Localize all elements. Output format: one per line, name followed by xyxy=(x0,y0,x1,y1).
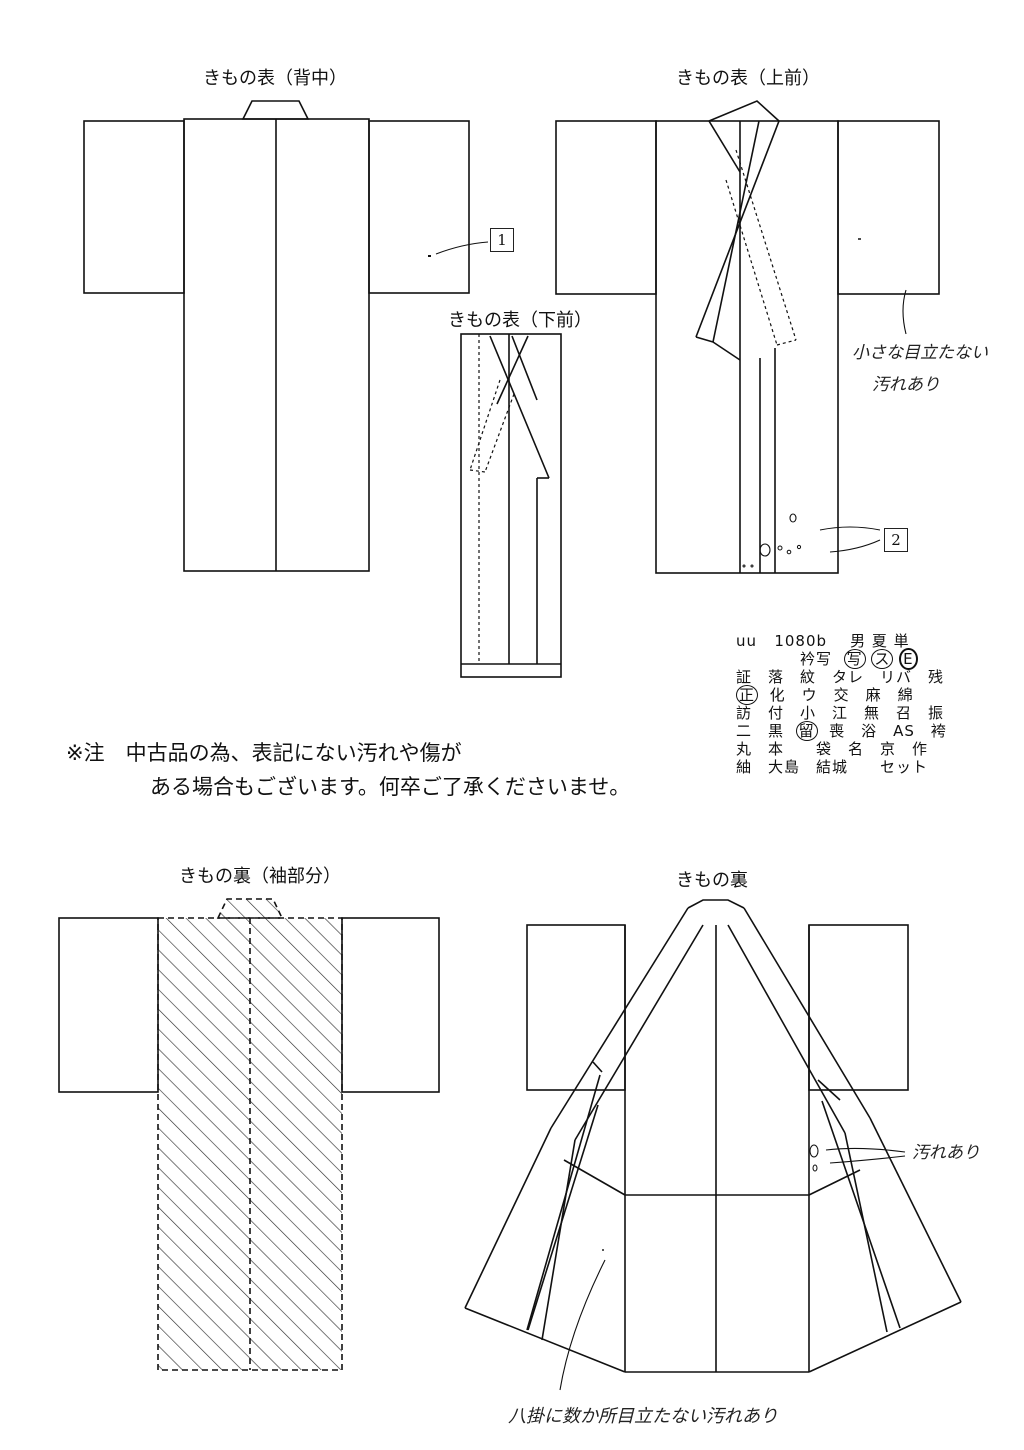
code-number: 1080b xyxy=(774,632,828,650)
code-row-4-rest: 化 ウ 交 麻 綿 xyxy=(769,686,914,704)
code-table: uu 1080b 男 夏 単 衿写 写 ス E 証 落 紋 タレ リバ 残 正 … xyxy=(736,632,947,776)
code-type: 男 夏 単 xyxy=(850,632,910,650)
code-uu: uu xyxy=(736,632,758,650)
code-e-circled: E xyxy=(899,648,918,670)
title-lower-front: きもの表（下前） xyxy=(448,310,592,331)
code-photo-circled: 写 xyxy=(843,649,866,669)
title-upper-front: きもの表（上前） xyxy=(676,68,820,89)
title-back: きもの表（背中） xyxy=(203,68,347,89)
marker-1-box: 1 xyxy=(490,228,514,252)
code-su-circled: ス xyxy=(871,649,894,669)
code-row-5: 訪 付 小 江 無 召 振 xyxy=(736,704,945,722)
title-lining-sleeves: きもの裏（袖部分） xyxy=(179,866,341,887)
lining-sleeves-view xyxy=(58,898,440,1371)
code-row-6-rest: 喪 浴 AS 袴 xyxy=(829,722,947,740)
code-row-1: uu 1080b 男 夏 単 xyxy=(736,632,947,650)
upper-front-view xyxy=(555,100,940,574)
code-row-8: 紬 大島 結城 セット xyxy=(736,758,929,776)
marker-2-box: 2 xyxy=(884,528,908,552)
lining-view xyxy=(464,899,962,1391)
code-collar-photo: 衿写 xyxy=(800,650,833,668)
title-lining: きもの裏 xyxy=(676,870,748,891)
stain-note-small-line1: 小さな目立たない xyxy=(852,343,988,363)
stain-note-small-line2: 汚れあり xyxy=(872,375,940,395)
notice-line1: ※注 中古品の為、表記にない汚れや傷が xyxy=(66,741,462,765)
lower-front-view xyxy=(460,333,562,678)
code-sei-circled: 正 xyxy=(736,685,759,705)
notice-line2: ある場合もございます。何卒ご了承くださいませ。 xyxy=(150,775,631,799)
code-row-6-start: 二 黒 xyxy=(736,722,785,740)
code-row-4: 正 化 ウ 交 麻 綿 xyxy=(736,685,947,705)
stain-note-lining: 汚れあり xyxy=(912,1143,980,1163)
code-row-6: 二 黒 留 喪 浴 AS 袴 xyxy=(736,721,947,741)
code-tome-circled: 留 xyxy=(795,721,818,741)
back-view xyxy=(83,100,489,572)
code-row-3: 証 落 紋 タレ リバ 残 xyxy=(736,668,945,686)
code-row-2: 衿写 写 ス E xyxy=(736,648,947,670)
hakake-stain-note: 八掛に数か所目立たない汚れあり xyxy=(508,1406,778,1427)
code-row-7: 丸 本 袋 名 京 作 xyxy=(736,740,929,758)
